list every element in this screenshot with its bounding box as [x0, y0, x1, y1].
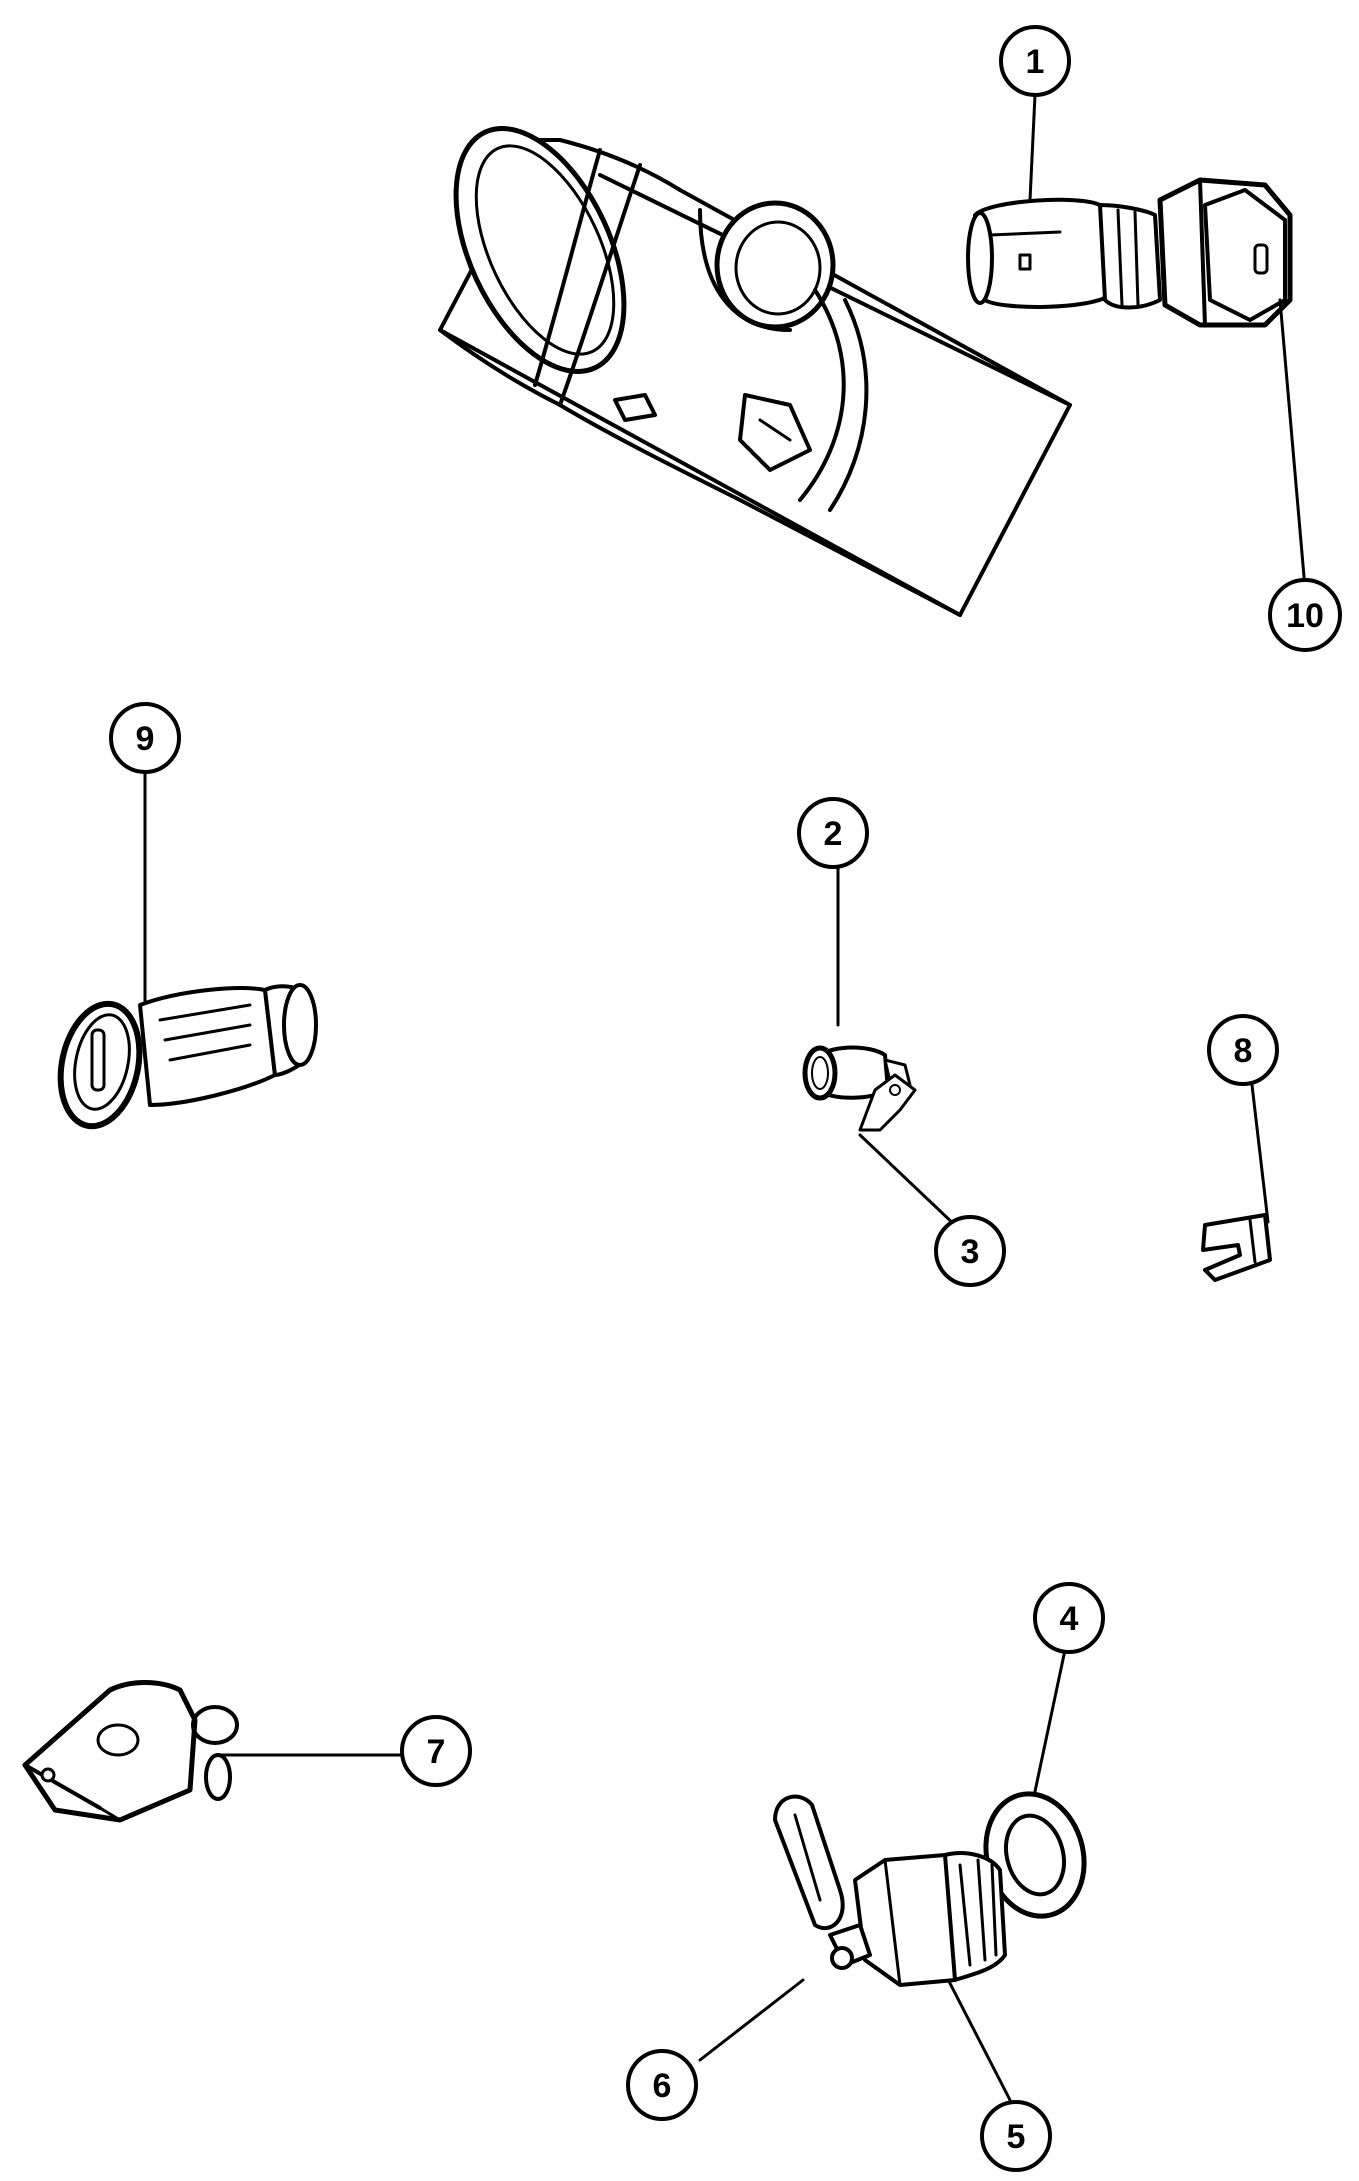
callout-10-label: 10 [1286, 597, 1324, 635]
leader-line-3 [858, 1133, 960, 1230]
ignition-lock-cylinder [57, 983, 318, 1130]
door-lock-cylinder [802, 1045, 917, 1132]
leader-line-5 [936, 1958, 1012, 2102]
remote-key-fob [22, 1680, 239, 1823]
trunk-lock-cylinder [773, 1794, 1007, 1987]
retainer-clip [1201, 1213, 1272, 1282]
callout-8-label: 8 [1234, 1032, 1253, 1070]
callout-8: 8 [1207, 1014, 1279, 1086]
callout-2-label: 2 [824, 815, 843, 853]
callout-5-label: 5 [1007, 2118, 1026, 2156]
leader-line-10 [1278, 298, 1307, 590]
callout-2: 2 [797, 797, 869, 869]
callout-4: 4 [1033, 1582, 1105, 1654]
callout-4-label: 4 [1060, 1600, 1079, 1638]
callout-6-label: 6 [653, 2067, 672, 2105]
callout-1: 1 [999, 25, 1071, 97]
leader-line-4 [1028, 1648, 1067, 1817]
leader-line-1 [1028, 93, 1037, 202]
callout-9: 9 [109, 702, 181, 774]
lock-cylinder-housing [966, 177, 1293, 328]
callout-6: 6 [626, 2049, 698, 2121]
leader-line-6 [698, 1978, 805, 2062]
callout-1-label: 1 [1026, 43, 1045, 81]
leader-line-8 [1250, 1083, 1270, 1224]
callout-10: 10 [1268, 578, 1342, 652]
steering-column-housing [438, 126, 1072, 617]
callout-7: 7 [400, 1715, 472, 1787]
callout-9-label: 9 [136, 720, 155, 758]
callout-3-label: 3 [961, 1233, 980, 1271]
callout-7-label: 7 [427, 1733, 446, 1771]
callout-5: 5 [980, 2100, 1052, 2172]
callout-3: 3 [934, 1215, 1006, 1287]
